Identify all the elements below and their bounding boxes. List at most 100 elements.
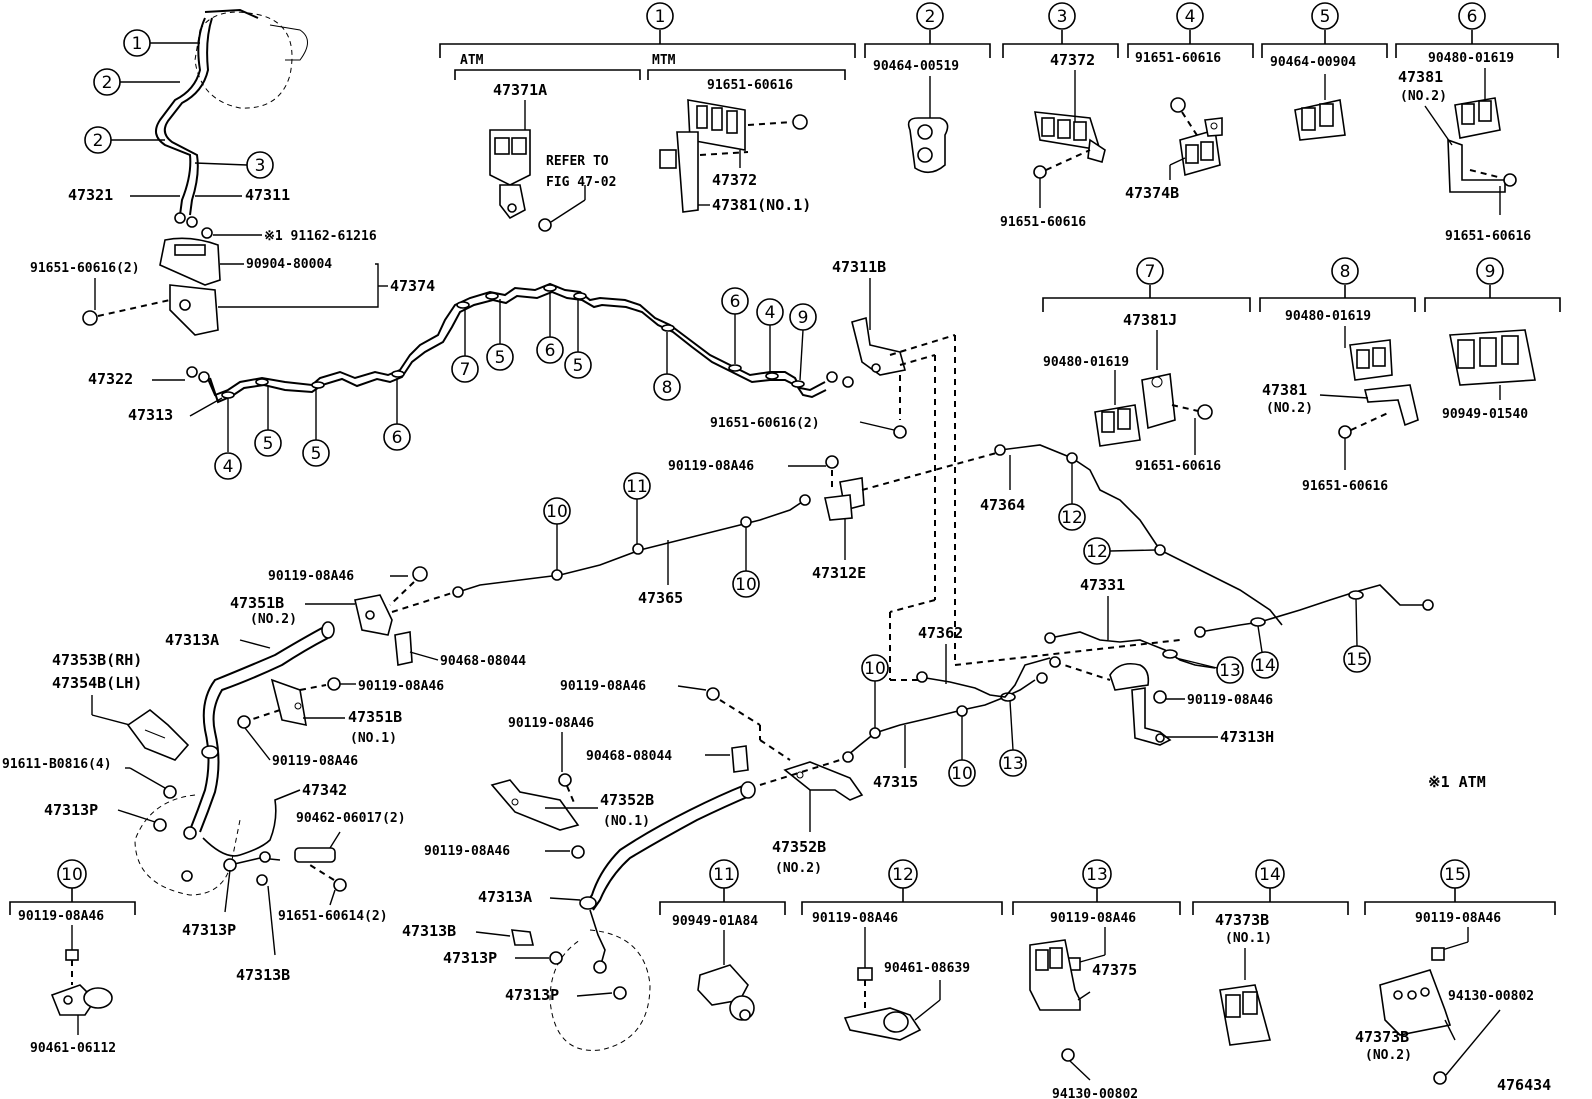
- part-number-label: 47322: [88, 370, 133, 388]
- header-bracket-7: [1042, 297, 1251, 312]
- figure-code: 476434: [1497, 1076, 1551, 1094]
- callout-number: 12: [892, 865, 914, 885]
- part-number-label: 91651-60616: [1302, 479, 1388, 494]
- callout-number: 4: [223, 457, 234, 477]
- part-number-label: 91651-60616(2): [710, 416, 820, 431]
- callout-number: 4: [765, 303, 776, 323]
- part-number-label: (NO.2): [1266, 401, 1313, 416]
- part-number-label: 90949-01A84: [672, 914, 758, 929]
- callout-number: 8: [1340, 262, 1351, 282]
- part-number-label: 90480-01619: [1043, 355, 1129, 370]
- part-number-label: 47351B: [348, 708, 402, 726]
- callout-number: 9: [798, 308, 809, 328]
- master-cylinder: [155, 8, 308, 336]
- part-number-label: 47342: [302, 781, 347, 799]
- hose-90462-06017: [294, 831, 341, 863]
- part-number-label: 91611-B0816(4): [2, 757, 112, 772]
- part-number-label: 90119-08A46: [268, 569, 354, 584]
- part-number-label: 47354B(LH): [52, 674, 142, 692]
- header-callouts: 1 2 3 4 5 6 7 8 9 10 11 12 13 14 15: [57, 2, 1504, 889]
- part-number-label: 91651-60616: [1445, 229, 1531, 244]
- clamp-47373b-no1: [1219, 948, 1272, 1046]
- header-bracket-1: [439, 30, 856, 80]
- callout-number: 7: [1145, 262, 1156, 282]
- callout-number: 13: [1086, 865, 1108, 885]
- part-number-label: 47364: [980, 496, 1025, 514]
- part-number-label: 47313A: [478, 888, 532, 906]
- part-number-label: (NO.1): [350, 731, 397, 746]
- part-number-label: 90949-01540: [1442, 407, 1528, 422]
- callout-number: 12: [1086, 542, 1108, 562]
- part-number-label: 91651-60616: [1135, 459, 1221, 474]
- part-number-label: 90119-08A46: [18, 909, 104, 924]
- header-bracket-5: [1261, 30, 1388, 58]
- part-number-label: 47381(NO.1): [712, 196, 811, 214]
- part-number-label: 47351B: [230, 594, 284, 612]
- callout-number: 10: [735, 575, 757, 595]
- part-number-label: 90119-08A46: [560, 679, 646, 694]
- callout-number: 7: [460, 360, 471, 380]
- callout-number: 1: [655, 7, 666, 27]
- clamp-47372-mtm: [659, 99, 808, 213]
- part-number-label: 47372: [712, 171, 757, 189]
- part-number-label: 47352B: [600, 791, 654, 809]
- clamp-47374b: [1169, 97, 1223, 180]
- callout-number: 8: [662, 378, 673, 398]
- part-number-label: 47313P: [505, 986, 559, 1004]
- callout-number: 15: [1444, 865, 1466, 885]
- hose-47313a-left: [134, 621, 335, 896]
- part-number-label: 47313H: [1220, 728, 1274, 746]
- tube-47365: [452, 494, 811, 598]
- clamp-90461-08639: [843, 927, 941, 1041]
- hose-47313a-right: [549, 781, 756, 1051]
- part-number-label: 90119-08A46: [668, 459, 754, 474]
- part-number-label: 47381: [1262, 381, 1307, 399]
- part-number-label: (NO.2): [1365, 1048, 1412, 1063]
- callout-number: 6: [392, 428, 403, 448]
- part-number-label: 47353B(RH): [52, 651, 142, 669]
- part-number-label: (NO.1): [603, 814, 650, 829]
- part-number-label: 47374: [390, 277, 435, 295]
- part-number-label: 47352B: [772, 838, 826, 856]
- callout-number: 13: [1219, 661, 1241, 681]
- part-number-label: 47371A: [493, 81, 547, 99]
- callout-number: 3: [1057, 7, 1068, 27]
- part-number-label: 47381J: [1123, 311, 1177, 329]
- clamp-47373b-no2: [1379, 927, 1501, 1085]
- header-bracket-15: [1364, 901, 1556, 915]
- part-number-label: 47311B: [832, 258, 886, 276]
- callout-number: 1: [132, 34, 143, 54]
- part-number-label: 90480-01619: [1285, 309, 1371, 324]
- callout-number: 4: [1185, 7, 1196, 27]
- part-number-label: 47373B: [1215, 911, 1269, 929]
- part-number-label: (NO.1): [1225, 931, 1272, 946]
- callout-number: 5: [573, 356, 584, 376]
- tube-47331: [1044, 584, 1434, 669]
- part-number-label: 90468-08044: [586, 749, 672, 764]
- callout-number: 6: [730, 292, 741, 312]
- callout-number: 2: [102, 73, 113, 93]
- part-number-label: 90119-08A46: [358, 679, 444, 694]
- part-number-label: 47315: [873, 773, 918, 791]
- header-bracket-9: [1424, 297, 1561, 312]
- part-number-label: 90461-06112: [30, 1041, 116, 1056]
- part-number-label: 47313P: [44, 801, 98, 819]
- part-number-label: 47365: [638, 589, 683, 607]
- part-number-label: 47372: [1050, 51, 1095, 69]
- part-number-label: 91651-60616: [1000, 215, 1086, 230]
- part-number-label: 90119-08A46: [508, 716, 594, 731]
- part-number-label: 90904-80004: [246, 257, 332, 272]
- part-number-label: (NO.2): [775, 861, 822, 876]
- bracket-47311b: [851, 316, 1181, 681]
- part-number-label: ※1 ATM: [1428, 773, 1486, 791]
- part-number-label: 94130-00802: [1052, 1087, 1138, 1099]
- part-number-label: 90480-01619: [1428, 51, 1514, 66]
- callout-number: 13: [1002, 754, 1024, 774]
- clamp-90464-00519: [907, 76, 949, 174]
- callout-number: 11: [626, 477, 648, 497]
- part-number-label: REFER TO: [546, 154, 609, 169]
- part-number-label: 91651-60616: [1135, 51, 1221, 66]
- part-number-label: 90464-00519: [873, 59, 959, 74]
- clip-90949-01a84: [697, 930, 755, 1021]
